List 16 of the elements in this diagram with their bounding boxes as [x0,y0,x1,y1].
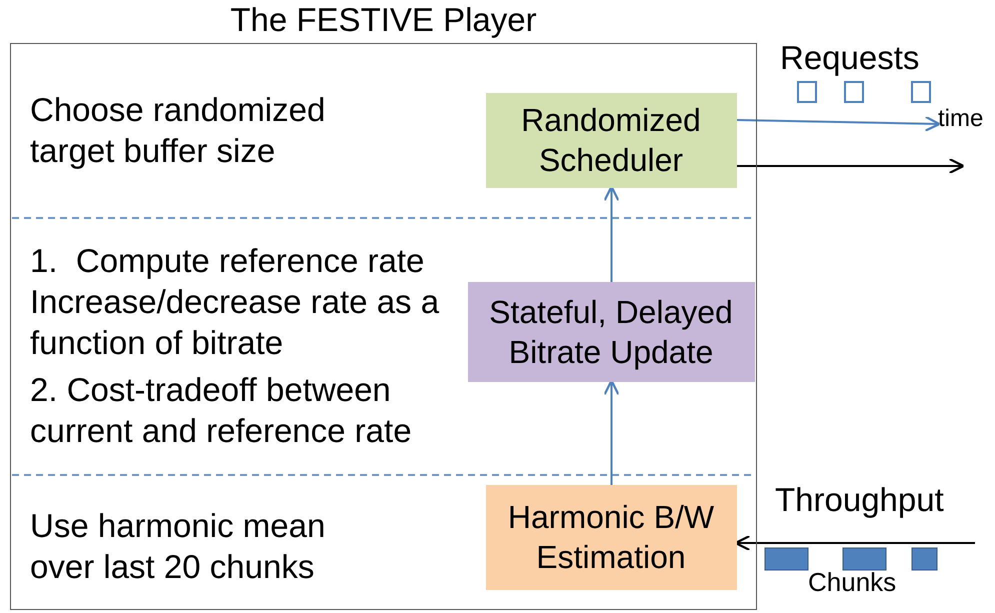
arrow [603,379,620,485]
note-text: 2. Cost-tradeoff between current and reference rate [30,370,413,451]
axis-label: Throughput [775,480,944,520]
arrow [737,158,965,174]
scheduler-box: Randomized Scheduler [486,92,736,188]
note-text: Choose randomized target buffer size [30,90,326,171]
frame-label: The FESTIVE Player [229,0,538,40]
arrow [736,116,941,132]
note-text: 1. Compute reference rate Increase/decrease rate as a function of bitrate [30,241,440,363]
axis-label: Chunks [808,567,896,597]
arrow [603,185,620,282]
axis-label: Requests [780,38,920,78]
bitrate-update-box: Stateful, Delayed Bitrate Update [468,282,754,382]
estimation-box: Harmonic B/W Estimation [486,484,736,590]
axis-label: time [938,106,992,132]
note-text: Use harmonic mean over last 20 chunks [30,506,326,587]
